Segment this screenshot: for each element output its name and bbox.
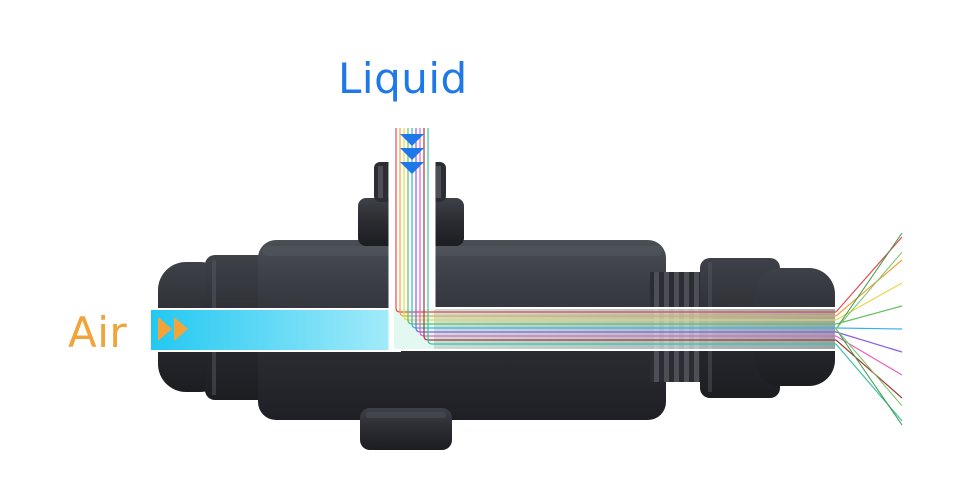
spray-line: [835, 305, 903, 325]
spray-line: [835, 259, 903, 317]
double-triangle-right-icon: [158, 317, 188, 341]
spray-line: [835, 339, 903, 399]
flow-lines: [395, 128, 836, 345]
spray-line: [835, 328, 903, 426]
spray-line: [835, 331, 903, 353]
spray-line: [835, 327, 903, 330]
bottom-plug: [360, 408, 452, 450]
mixed-stream: [394, 307, 836, 351]
double-triangle-down-icon: [400, 134, 424, 174]
spray-fan: [835, 232, 903, 426]
air-stream: [149, 308, 401, 352]
spray-line: [835, 251, 903, 330]
liquid-label: Liquid: [338, 54, 468, 103]
air-label: Air: [68, 308, 128, 357]
spray-line: [835, 232, 903, 330]
spray-line: [835, 328, 903, 407]
nozzle-body: [158, 162, 835, 450]
flow-line: [427, 128, 836, 345]
